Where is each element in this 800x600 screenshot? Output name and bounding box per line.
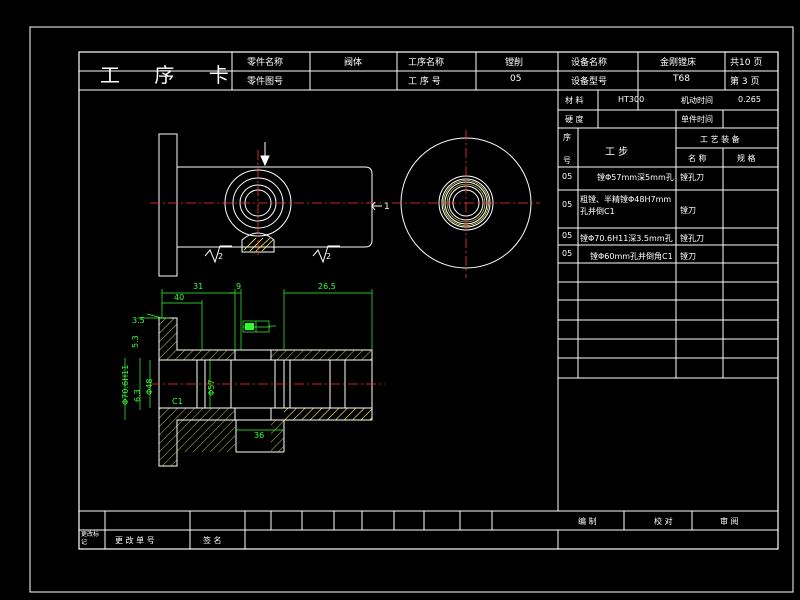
dim-40: 40 [174, 293, 184, 302]
seq-label-top: 序 [563, 133, 571, 142]
step-3-tool: 镗孔刀 [680, 234, 704, 243]
step-3-desc: 镗Φ70.6H11深3.5mm孔 [580, 234, 673, 243]
dim-6-3: 6.3 [133, 389, 142, 402]
dim-d57: Φ57 [207, 380, 216, 396]
flange-outline [158, 133, 178, 277]
step-4-tool: 镗刀 [680, 252, 696, 261]
dim-26-5: 26.5 [318, 282, 336, 291]
part-drawing-no-label: 零件图号 [247, 77, 284, 87]
equipment-model-label: 设备型号 [571, 77, 608, 87]
step-1-seq: 05 [562, 172, 573, 181]
dim-36: 36 [254, 431, 264, 440]
equipment-name-value: 金刚镗床 [660, 58, 697, 68]
process-no-value: 05 [510, 74, 522, 84]
view-arrow-icon [260, 155, 270, 167]
equipment-model-value: T68 [673, 74, 690, 84]
dim-31: 31 [193, 282, 203, 291]
material-label: 材 料 [565, 96, 584, 105]
tolerance-frame [242, 320, 276, 333]
dim-9: 9 [236, 282, 241, 291]
step-3-seq: 05 [562, 231, 573, 240]
equipment-name-label: 设备名称 [571, 58, 608, 68]
process-name-value: 镗削 [505, 58, 524, 68]
page-current: 第 3 页 [730, 77, 760, 87]
body-outline [177, 166, 373, 248]
step-header: 工 步 [605, 147, 629, 158]
card-title: 工 序 卡 [100, 63, 243, 87]
tool-name-header: 名 称 [688, 154, 707, 163]
dimension-lines [124, 289, 373, 431]
dim-d48: Φ48 [145, 379, 154, 395]
step-1-desc: 镗Φ57mm深5mm孔 [597, 173, 674, 182]
dim-5-3: 5.3 [131, 335, 140, 348]
seq-label-bottom: 号 [563, 156, 571, 165]
reviewed-label: 审 阅 [720, 517, 739, 526]
tool-spec-header: 规 格 [737, 154, 756, 163]
part-name-value: 阀体 [344, 58, 363, 68]
step-2-desc: 粗镗、半精镗Φ48H7mm孔并倒C1 [580, 195, 672, 216]
machine-time-label: 机动时间 [681, 96, 713, 105]
section-hatch [159, 318, 372, 466]
dim-c1: C1 [172, 397, 183, 406]
material-value: HT300 [618, 95, 645, 104]
dim-d70-6: Φ70.6H11 [121, 365, 130, 405]
dim-3-5: 3.5 [132, 316, 145, 325]
equipment-header: 工 艺 装 备 [700, 135, 740, 144]
step-2-seq: 05 [562, 200, 573, 209]
part-name-label: 零件名称 [247, 58, 284, 68]
change-mark-label: 更改标记 [81, 531, 100, 546]
step-4-desc: 镗Φ60mm孔并倒角C1 [590, 252, 673, 261]
pocket-outline [241, 232, 275, 253]
roughness-value-1: 2 [218, 252, 223, 261]
unit-time-label: 单件时间 [681, 115, 713, 124]
dimension-text: 31 40 9 26.5 3.5 5.3 6.3 Φ48 Φ57 Φ70.6H1… [121, 282, 336, 440]
process-no-label: 工 序 号 [408, 77, 441, 87]
step-1-tool: 镗孔刀 [680, 173, 704, 182]
section-mark-1: 1 [384, 202, 390, 212]
step-4-seq: 05 [562, 249, 573, 258]
change-doc-no-label: 更 改 单 号 [115, 536, 155, 545]
checked-label: 校 对 [654, 517, 673, 526]
hardness-label: 硬 度 [565, 115, 584, 124]
machine-time-value: 0.265 [738, 95, 761, 104]
signature-label: 签 名 [203, 536, 222, 545]
pages-total: 共10 页 [730, 58, 763, 68]
roughness-symbol-1 [204, 245, 232, 264]
roughness-symbol-2 [312, 245, 340, 264]
step-2-tool: 镗刀 [680, 206, 696, 215]
process-name-label: 工序名称 [408, 58, 445, 68]
flatness-icon [245, 323, 254, 330]
prepared-label: 编 制 [578, 517, 597, 526]
roughness-value-2: 2 [326, 252, 331, 261]
